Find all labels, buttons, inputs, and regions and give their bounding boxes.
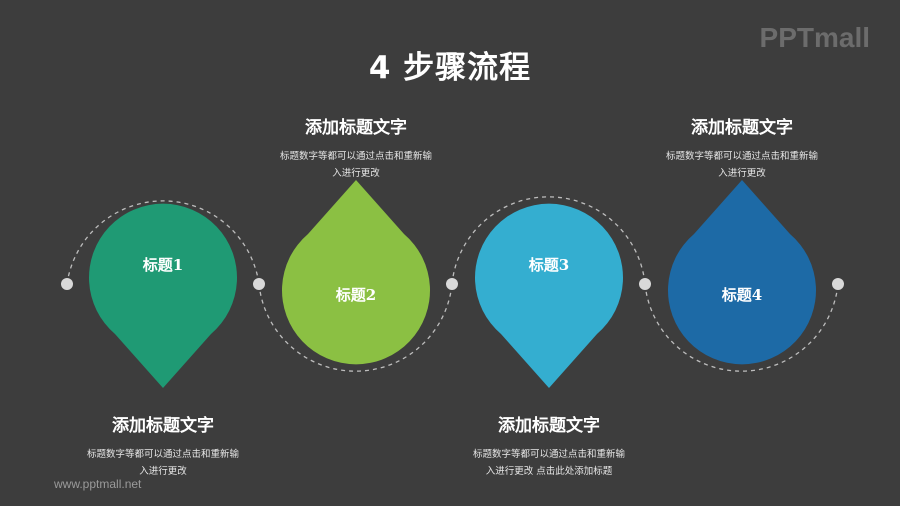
connector-arc-4 — [644, 283, 839, 372]
step-2-text: 添加标题文字 标题数字等都可以通过点击和重新输 入进行更改 — [256, 113, 456, 182]
connector-arc-2 — [258, 283, 453, 372]
page-title: 4 步骤流程 — [368, 50, 532, 86]
step-2-desc-line1: 标题数字等都可以通过点击和重新输 — [279, 151, 432, 162]
connector-node-2 — [253, 278, 265, 290]
step-1-desc-line2: 入进行更改 — [139, 466, 187, 477]
step-4-heading: 添加标题文字 — [691, 118, 793, 138]
step-3-text: 添加标题文字 标题数字等都可以通过点击和重新输 入进行更改 点击此处添加标题 — [449, 411, 649, 480]
step-1-heading: 添加标题文字 — [112, 416, 214, 436]
step-1-label: 标题1 — [142, 256, 184, 274]
step-4-text: 添加标题文字 标题数字等都可以通过点击和重新输 入进行更改 — [642, 113, 842, 182]
step-3-drop — [475, 203, 623, 388]
step-2-label: 标题2 — [335, 286, 377, 304]
step-4-desc-line1: 标题数字等都可以通过点击和重新输 — [665, 151, 818, 162]
step-4-drop — [667, 180, 817, 365]
step-4-label: 标题4 — [721, 286, 763, 304]
step-2-desc-line2: 入进行更改 — [332, 168, 380, 179]
connector-arc-1 — [66, 200, 260, 285]
connector-arc-3 — [451, 196, 646, 285]
step-3-heading: 添加标题文字 — [498, 416, 600, 436]
connector-node-1 — [61, 278, 73, 290]
step-4-desc-line2: 入进行更改 — [718, 168, 766, 179]
step-1-drop — [89, 203, 238, 388]
step-2-drop — [282, 180, 431, 365]
connector-node-3 — [446, 278, 458, 290]
connector-node-4 — [639, 278, 651, 290]
step-1-text: 添加标题文字 标题数字等都可以通过点击和重新输 入进行更改 — [63, 411, 263, 480]
connector-node-5 — [832, 278, 844, 290]
step-2-heading: 添加标题文字 — [305, 118, 407, 138]
brand-logo: PPTmall — [759, 22, 870, 53]
step-3-label: 标题3 — [528, 256, 570, 274]
step-1-desc-line1: 标题数字等都可以通过点击和重新输 — [86, 449, 239, 460]
step-3-desc-line2: 入进行更改 点击此处添加标题 — [485, 466, 613, 477]
step-3-desc-line1: 标题数字等都可以通过点击和重新输 — [472, 449, 625, 460]
footer-url: www.pptmall.net — [54, 477, 142, 491]
